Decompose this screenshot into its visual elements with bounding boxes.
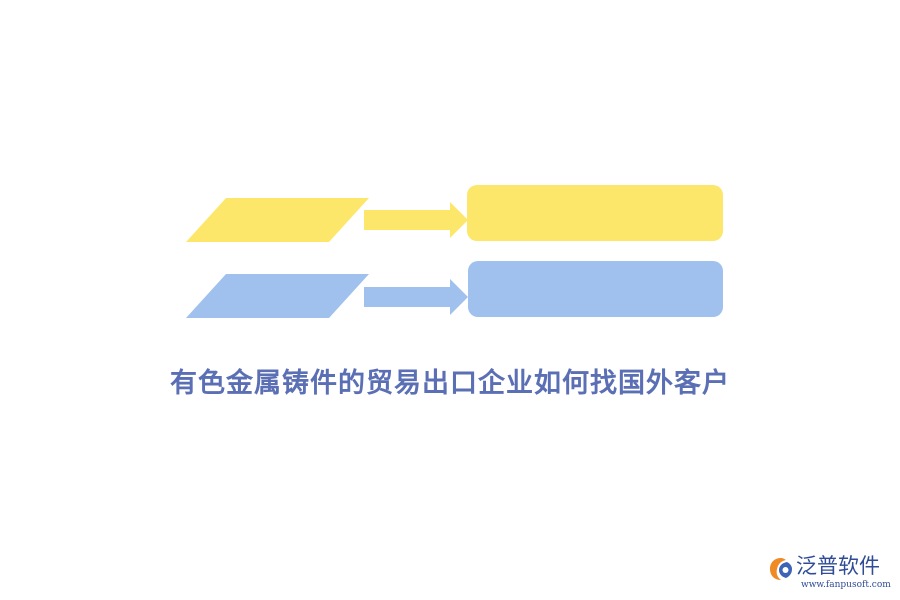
yellow-arrow — [364, 202, 468, 238]
logo-url: www.fanpusoft.com — [801, 580, 891, 590]
blue-arrow — [364, 279, 468, 315]
blue-box — [468, 261, 723, 317]
logo-name: 泛普软件 — [796, 554, 880, 578]
blue-parallelogram — [186, 274, 369, 318]
page-title: 有色金属铸件的贸易出口企业如何找国外客户 — [170, 368, 730, 399]
fanpu-logo-icon — [768, 556, 794, 582]
brand-logo: 泛普软件 www.fanpusoft.com — [765, 552, 891, 594]
yellow-box — [467, 185, 723, 241]
yellow-parallelogram — [186, 198, 369, 242]
